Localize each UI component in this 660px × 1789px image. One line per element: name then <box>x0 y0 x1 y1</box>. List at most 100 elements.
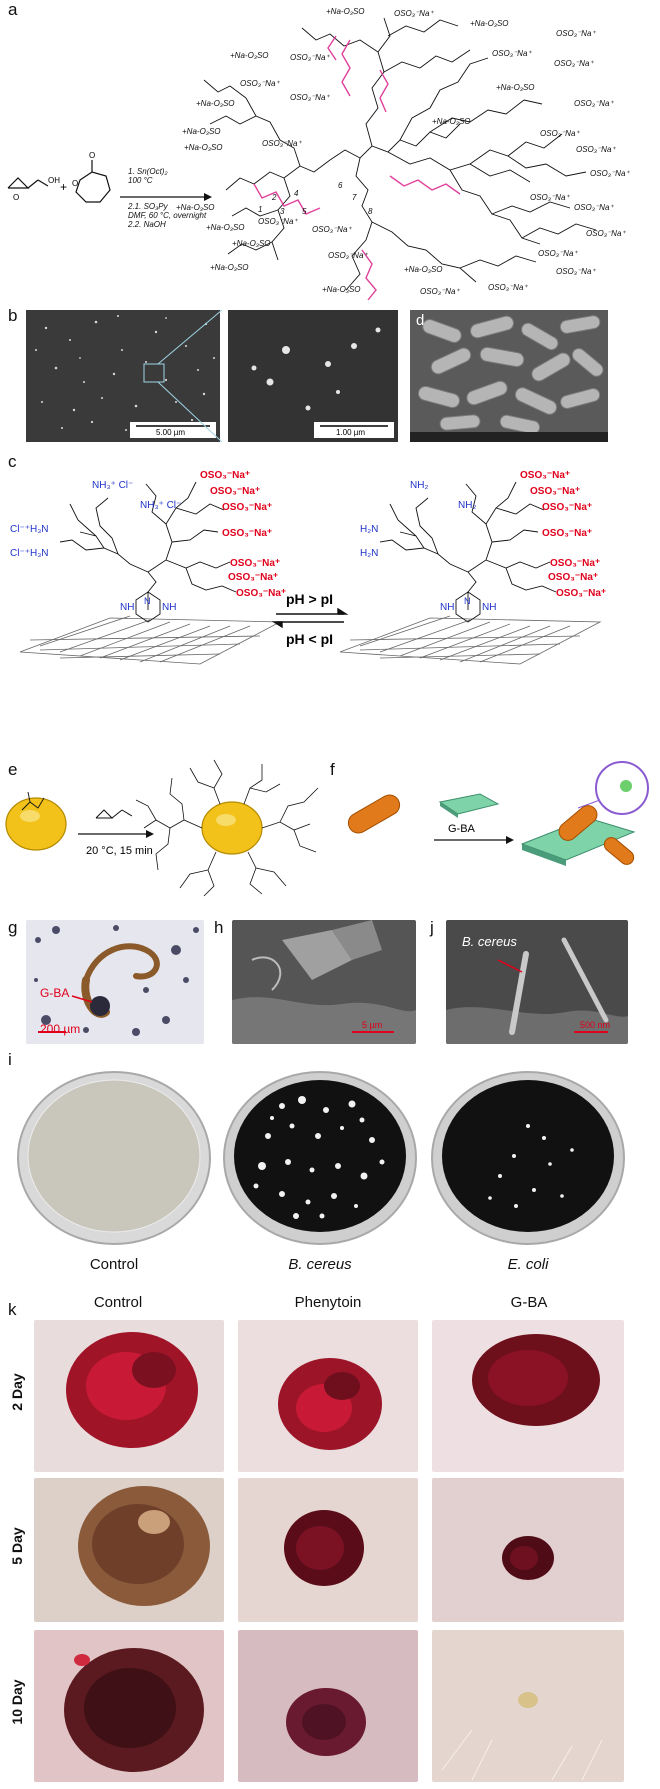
sulfate-r-1: OSO₃⁻Na⁺ <box>520 470 570 481</box>
panel-label-f: f <box>330 760 335 779</box>
svg-text:+Na-O₃SO: +Na-O₃SO <box>230 51 269 60</box>
svg-text:+Na-O₃SO: +Na-O₃SO <box>206 223 245 232</box>
bacterium-captured-2 <box>603 837 635 865</box>
graphene-sheet-right <box>339 615 602 665</box>
equilibrium-arrows <box>271 607 349 629</box>
worm-micrograph-drawing <box>34 925 199 1036</box>
wound-phenytoin-day5 <box>238 1478 418 1622</box>
column-header-phenytoin: Phenytoin <box>294 1294 362 1311</box>
svg-text:+Na-O₃SO: +Na-O₃SO <box>322 285 361 294</box>
panel-label-a: a <box>8 0 18 19</box>
wound-control-day5 <box>34 1478 224 1622</box>
panel-label-g: g <box>8 918 18 937</box>
sulfate-r-2: OSO₃⁻Na⁺ <box>530 486 580 497</box>
svg-text:OSO₃⁻Na⁺: OSO₃⁻Na⁺ <box>576 145 616 154</box>
svg-text:OSO₃⁻Na⁺: OSO₃⁻Na⁺ <box>574 203 614 212</box>
svg-text:OSO₃⁻Na⁺: OSO₃⁻Na⁺ <box>590 169 630 178</box>
sulfate-r-5: OSO₃⁻Na⁺ <box>550 558 600 569</box>
svg-text:+Na-O₃SO: +Na-O₃SO <box>496 83 535 92</box>
sem-image-j: B. cereus 500 nm <box>446 920 628 1044</box>
dendrimer-skeleton <box>203 17 597 291</box>
sulfate-l-2: OSO₃⁻Na⁺ <box>210 486 260 497</box>
sem-j-drawing <box>446 937 628 1044</box>
svg-text:+Na-O₃SO: +Na-O₃SO <box>432 117 471 126</box>
wound-g-ba-day2 <box>432 1320 624 1472</box>
worm-micrograph: G-BA 200 µm <box>26 920 204 1044</box>
svg-text:OSO₃⁻Na⁺: OSO₃⁻Na⁺ <box>328 251 368 260</box>
sem-zoom-particles <box>251 327 394 438</box>
sem-image-h: 5 µm <box>232 920 416 1044</box>
svg-text:+: + <box>60 180 67 194</box>
svg-text:OSO₃⁻Na⁺: OSO₃⁻Na⁺ <box>554 59 594 68</box>
step2-cond: DMF, 60 °C, overnight <box>128 211 207 220</box>
scale-label-j: 500 nm <box>580 1020 611 1030</box>
svg-text:OSO₃⁻Na⁺: OSO₃⁻Na⁺ <box>530 193 570 202</box>
step2: 2.1. SO₃Py <box>127 202 169 211</box>
n-right: N <box>464 596 471 606</box>
svg-text:+Na-O₃SO: +Na-O₃SO <box>182 127 221 136</box>
panel-label-k: k <box>8 1300 17 1319</box>
amine-salt-4: Cl⁻⁺H₃N <box>10 548 49 559</box>
scale-label-g: 200 µm <box>40 1022 81 1036</box>
svg-text:OSO₃⁻Na⁺: OSO₃⁻Na⁺ <box>488 283 528 292</box>
svg-text:OSO₃⁻Na⁺: OSO₃⁻Na⁺ <box>586 229 626 238</box>
sulfate-labels: +Na-O₃SO OSO₃⁻Na⁺ +Na-O₃SO OSO₃⁻Na⁺ OSO₃… <box>176 7 630 296</box>
chain-num-5: 5 <box>302 207 307 216</box>
row-label-5-day: 5 Day <box>9 1527 25 1565</box>
amine-salt-1: NH₃⁺ Cl⁻ <box>92 480 133 491</box>
svg-text:OSO₃⁻Na⁺: OSO₃⁻Na⁺ <box>540 129 580 138</box>
svg-text:OSO₃⁻Na⁺: OSO₃⁻Na⁺ <box>290 53 330 62</box>
nh-right-2: NH <box>482 602 496 613</box>
sulfate-r-7: OSO₃⁻Na⁺ <box>556 588 606 599</box>
sulfate-l-4: OSO₃⁻Na⁺ <box>222 528 272 539</box>
sem-bacteria-image: d <box>410 310 608 442</box>
sulfate-r-6: OSO₃⁻Na⁺ <box>548 572 598 583</box>
chain-num-4: 4 <box>294 189 299 198</box>
petri-e-coli-drawing <box>431 1071 625 1245</box>
svg-text:OSO₃⁻Na⁺: OSO₃⁻Na⁺ <box>290 93 330 102</box>
panel-label-e: e <box>8 760 18 779</box>
wound-control-day10 <box>34 1630 224 1782</box>
arrow-label-f: G-BA <box>448 823 476 835</box>
wound-control-day2 <box>34 1320 224 1472</box>
nanoparticle-grafted <box>201 801 263 855</box>
triazine-left <box>135 591 161 623</box>
bacterium-left <box>347 794 401 834</box>
amine-2: NH₂ <box>458 500 476 511</box>
svg-text:OSO₃⁻Na⁺: OSO₃⁻Na⁺ <box>556 29 596 38</box>
graphene-pH-switch-scheme: NH NH N NH NH N NH₃⁺ Cl⁻ NH₃⁺ Cl⁻ Cl⁻⁺H₃… <box>10 470 606 665</box>
step1: 1. Sn(Oct)₂ <box>128 167 168 176</box>
svg-text:OSO₃⁻Na⁺: OSO₃⁻Na⁺ <box>556 267 596 276</box>
sem-particles <box>35 315 216 438</box>
np-surface-groups <box>21 791 45 811</box>
chain-num-8: 8 <box>368 207 373 216</box>
sulfate-l-5: OSO₃⁻Na⁺ <box>230 558 280 569</box>
amine-salt-2: NH₃⁺ Cl⁻ <box>140 500 181 511</box>
panel-label-h: h <box>214 918 224 937</box>
polyglycerol-grafting-scheme: 20 °C, 15 min <box>5 759 319 897</box>
petri-dish-e-coli <box>430 1066 626 1246</box>
sulfate-r-4: OSO₃⁻Na⁺ <box>542 528 592 539</box>
petri-dish-control <box>16 1066 212 1246</box>
svg-text:OH: OH <box>48 176 60 185</box>
glycidol-structure <box>7 177 49 189</box>
sem-image-zoom: 1.00 µm <box>228 310 398 442</box>
sulfate-l-7: OSO₃⁻Na⁺ <box>236 588 286 599</box>
forward-condition: pH > pI <box>286 591 333 607</box>
svg-text:OSO₃⁻Na⁺: OSO₃⁻Na⁺ <box>312 225 352 234</box>
caprolactone-structure <box>75 160 111 203</box>
nanoparticle-left <box>5 797 67 851</box>
svg-text:O: O <box>13 193 19 202</box>
nh-right-1: NH <box>440 602 454 613</box>
reverse-condition: pH < pI <box>286 631 333 647</box>
left-dendron-skeleton <box>59 481 237 610</box>
petri-dish-b-cereus <box>222 1066 418 1246</box>
scale-label-b1: 5.00 µm <box>156 428 186 437</box>
graphene-sheet-left <box>19 615 282 665</box>
bacteria-rods <box>410 315 608 442</box>
caption-b-cereus: B. cereus <box>288 1256 352 1273</box>
chain-num-3: 3 <box>280 207 285 216</box>
sem-h-drawing <box>232 920 416 1044</box>
triazine-right <box>455 591 481 623</box>
svg-text:+Na-O₃SO: +Na-O₃SO <box>404 265 443 274</box>
